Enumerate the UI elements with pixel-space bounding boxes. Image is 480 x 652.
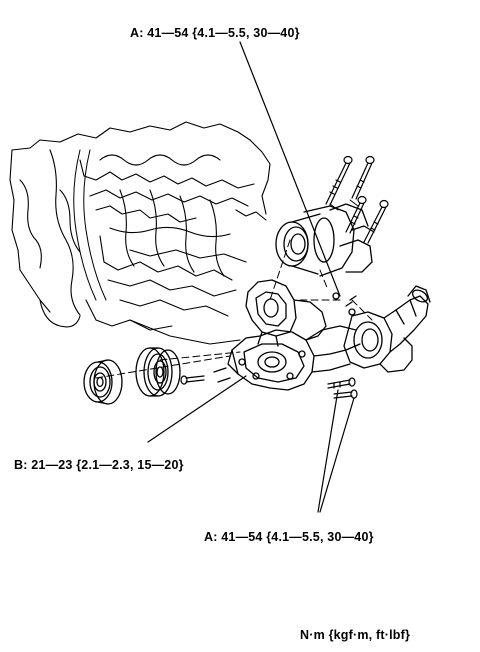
bolts-lower [180, 375, 358, 399]
upper-mount-bracket [245, 279, 327, 347]
bolt-2 [351, 155, 375, 200]
drive-pulley [135, 347, 181, 397]
leader-b [147, 375, 247, 443]
bolt-4 [363, 199, 389, 244]
leader-bottom-1 [317, 389, 339, 513]
pump-bracket [213, 325, 361, 391]
torque-callout-a-bottom: A: 41—54 {4.1—5.5, 30—40} [204, 530, 374, 544]
leader-top [239, 41, 341, 297]
bolt-7 [180, 375, 205, 385]
torque-callout-a-top: A: 41—54 {4.1—5.5, 30—40} [130, 26, 300, 40]
bolt-5 [327, 377, 356, 389]
leader-lines [147, 41, 355, 513]
leader-bottom-2 [319, 397, 355, 513]
alignment-lines [95, 239, 373, 379]
bolt-1 [325, 155, 353, 206]
bolts-top [325, 155, 389, 244]
engine-block-outline [9, 121, 271, 345]
bolt-3 [345, 195, 367, 234]
upper-pulley [275, 203, 375, 277]
units-legend: N·m {kgf·m, ft·lbf} [300, 628, 411, 642]
torque-callout-b: B: 21—23 {2.1—2.3, 15—20} [14, 458, 184, 472]
small-pulley [83, 359, 123, 405]
outlet-housing [332, 285, 431, 373]
